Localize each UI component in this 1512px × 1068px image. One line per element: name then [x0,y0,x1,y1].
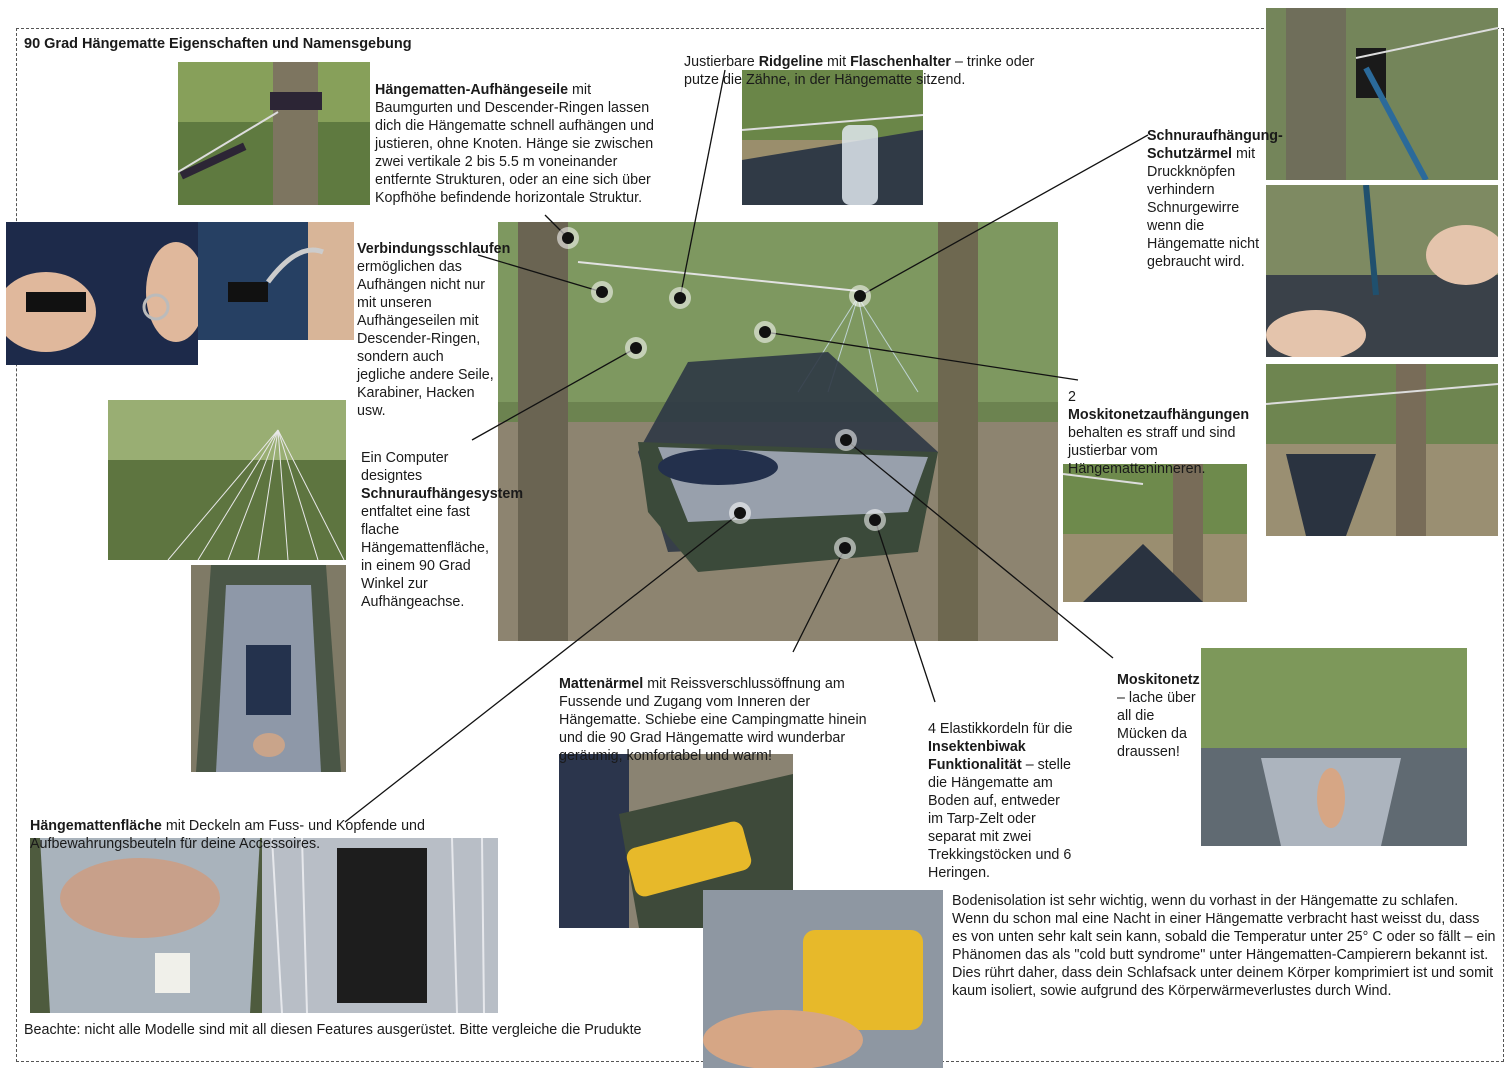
photo-surface-cover [30,838,270,1013]
text-ridgeline: Justierbare Ridgeline mit Flaschenhalter… [684,54,1035,88]
photo-mat-inside [703,890,943,1068]
photo-carabiner [198,222,354,340]
text-moskitonetzaufhaengungen: 2 Moskitonetzaufhängungen behalten es st… [1068,389,1250,477]
photo-tree-strap [178,62,370,205]
photo-suspension-lines [108,400,346,560]
photo-sleeve-3 [1266,364,1498,536]
text-mattenaermel: Mattenärmel mit Reissverschlussöffnung a… [559,676,867,764]
photo-connector-loops [6,222,198,365]
photo-net-suspension [1063,464,1247,602]
text-aufhaengeseile: Hängematten-Aufhängeseile mit Baumgurten… [375,82,654,206]
text-moskitonetz: Moskitonetz – lache über all die Mücken … [1117,672,1200,760]
text-verbindungsschlaufen: Verbindungsschlaufen ermöglichen das Auf… [357,241,511,419]
photo-sleeve-1 [1266,8,1498,180]
text-schutzaermel: Schnuraufhängung-Schutzärmel mit Druckkn… [1147,128,1283,270]
photo-net-inside [1201,648,1467,846]
text-schnuraufhaengesystem: Ein Computer designtes Schnuraufhängesys… [361,450,524,610]
text-bodenisolation: Bodenisolation ist sehr wichtig, wenn du… [952,893,1496,999]
photo-main-hammock [498,222,1058,641]
photo-flat-surface [191,565,346,772]
page-title: 90 Grad Hängematte Eigenschaften und Nam… [24,36,412,52]
text-haengemattenflaeche: Hängemattenfläche mit Deckeln am Fuss- u… [30,818,425,852]
photo-sleeve-2 [1266,185,1498,357]
photo-ridgeline-bottle [742,70,923,205]
photo-storage-pockets [262,838,498,1013]
text-beachte: Beachte: nicht alle Modelle sind mit all… [24,1022,642,1038]
text-elastikkordeln: 4 Elastikkordeln für die Insektenbiwak F… [928,721,1073,881]
